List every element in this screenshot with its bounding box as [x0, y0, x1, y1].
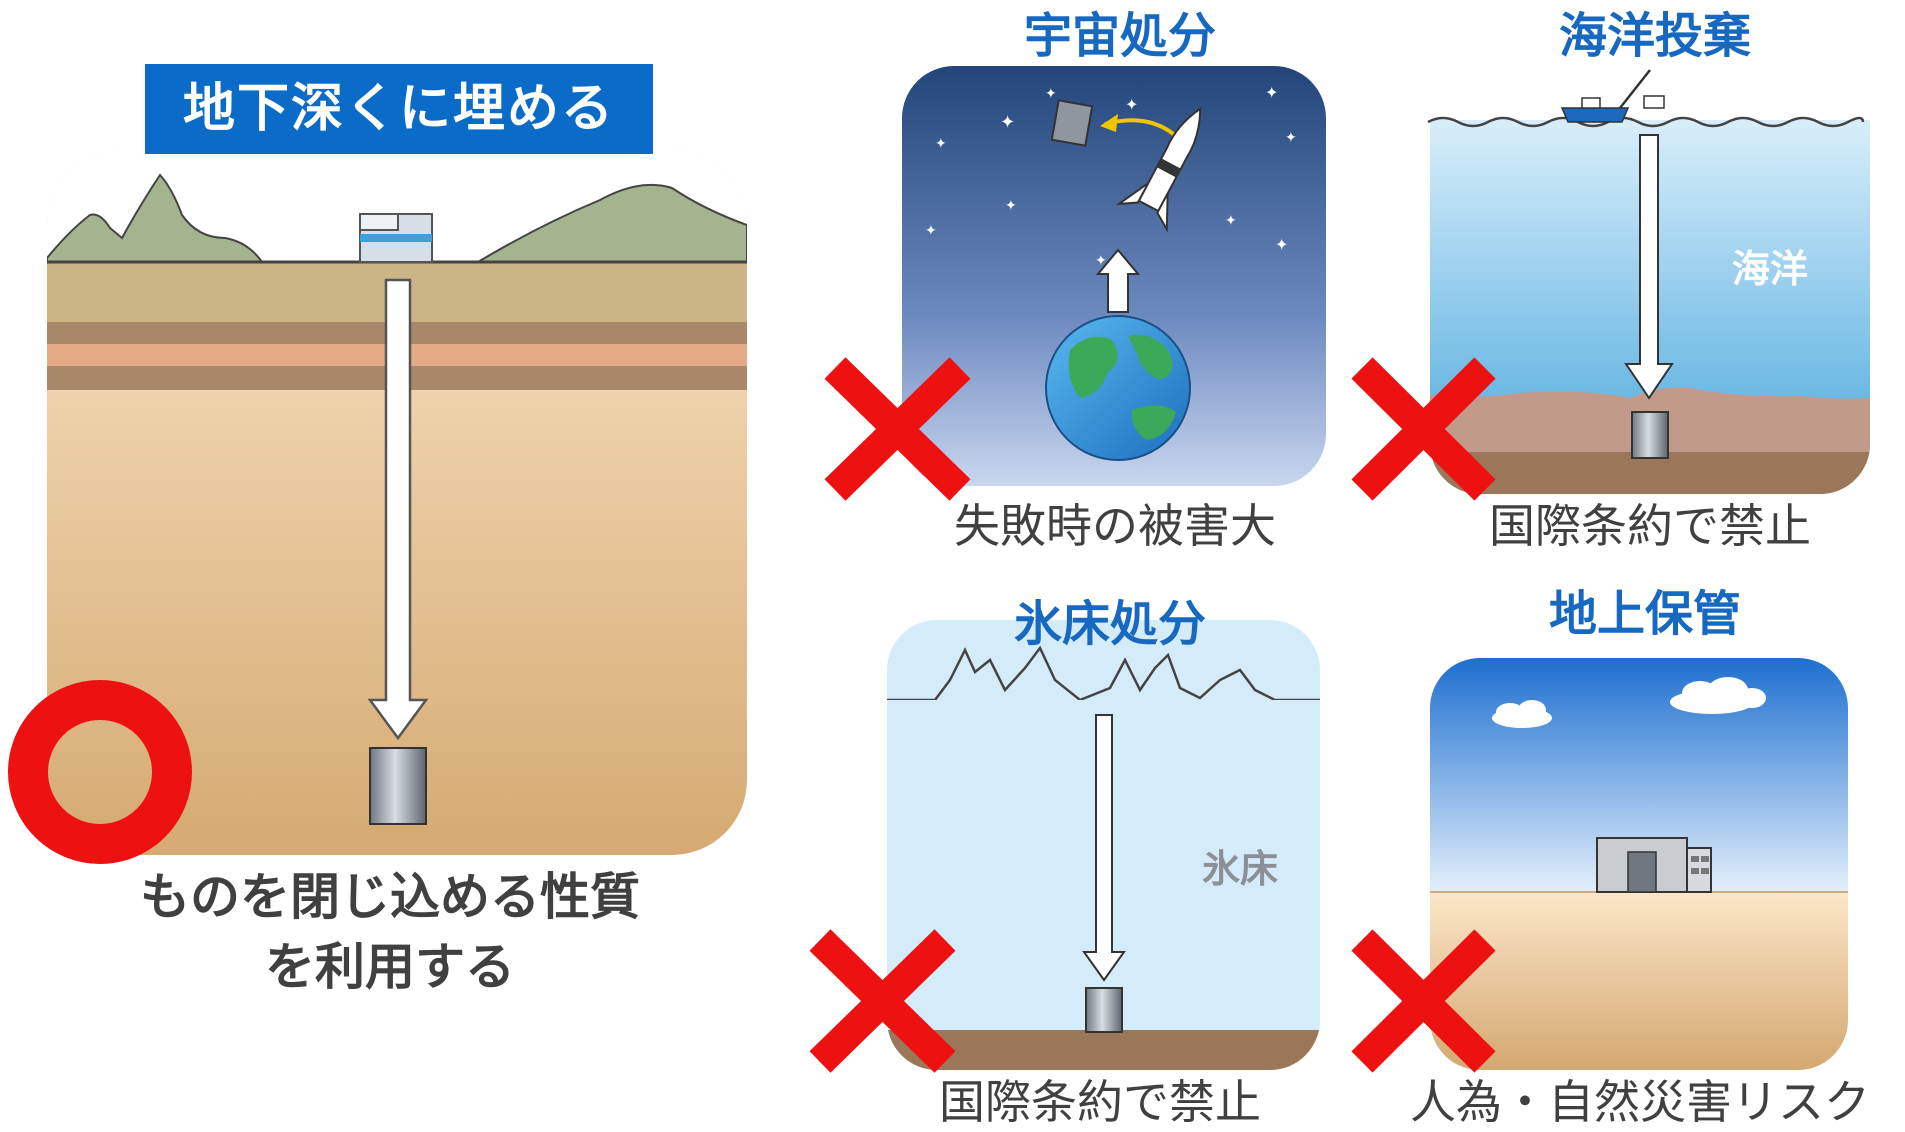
ice-sheet-caption: 国際条約で禁止 — [939, 1075, 1261, 1129]
cross-icon-space — [824, 357, 971, 501]
main-caption-line2: を利用する — [265, 938, 515, 996]
down-arrow-icon — [367, 278, 429, 741]
svg-text:✦: ✦ — [1095, 253, 1107, 269]
up-arrow-icon — [1095, 248, 1141, 313]
ice-sheet-title: 氷床処分 — [1013, 596, 1206, 652]
svg-text:✦: ✦ — [1005, 198, 1017, 214]
storage-building-icon — [1596, 837, 1712, 893]
waste-canister-icon — [369, 747, 427, 825]
svg-text:✦: ✦ — [1285, 130, 1297, 146]
main-caption-line1: ものを閉じ込める性質 — [140, 868, 640, 926]
svg-text:✦: ✦ — [925, 223, 937, 239]
geological-disposal-diagram — [47, 150, 747, 855]
rocket-icon — [1115, 106, 1202, 233]
ship-icon — [1560, 69, 1665, 123]
svg-text:✦: ✦ — [1125, 95, 1138, 114]
circle-ok-icon — [8, 680, 192, 864]
down-arrow-icon — [1624, 134, 1674, 400]
ice-sheet-diagram — [887, 620, 1320, 1070]
star-icons: ✦ ✦ ✦ ✦ ✦ ✦ ✦ ✦ ✦ ✦ ✦ — [925, 83, 1297, 269]
earth-icon — [1045, 315, 1191, 461]
svg-text:✦: ✦ — [1000, 112, 1015, 133]
svg-text:✦: ✦ — [1265, 83, 1278, 102]
surface-storage-diagram — [1430, 658, 1848, 1070]
svg-text:✦: ✦ — [1045, 86, 1057, 102]
space-disposal-diagram: ✦ ✦ ✦ ✦ ✦ ✦ ✦ ✦ ✦ ✦ ✦ — [902, 66, 1326, 486]
svg-text:✦: ✦ — [935, 136, 947, 152]
ocean-dumping-title: 海洋投棄 — [1558, 8, 1751, 64]
cross-icon-ground — [1351, 929, 1496, 1073]
space-disposal-title: 宇宙処分 — [1023, 8, 1216, 64]
waste-canister-icon — [1631, 411, 1669, 459]
main-method-title: 地下深くに埋める — [145, 64, 653, 154]
down-arrow-icon — [1082, 714, 1126, 982]
ice-sheet-label: 氷床 — [1201, 847, 1278, 891]
space-disposal-caption: 失敗時の被害大 — [954, 499, 1276, 553]
cross-icon-ocean — [1351, 357, 1496, 501]
cloud-icon — [1492, 677, 1766, 728]
ocean-dumping-diagram — [1427, 69, 1870, 494]
cross-icon-ice — [809, 929, 956, 1073]
sea-surface — [1427, 116, 1865, 128]
waste-canister-icon — [1085, 987, 1123, 1033]
ocean-dumping-caption: 国際条約で禁止 — [1489, 499, 1811, 553]
surface-storage-title: 地上保管 — [1548, 586, 1741, 642]
svg-text:✦: ✦ — [1225, 213, 1237, 229]
surface-storage-caption: 人為・自然災害リスク — [1410, 1075, 1870, 1129]
svg-text:✦: ✦ — [1275, 235, 1288, 254]
ocean-label: 海洋 — [1731, 247, 1808, 291]
